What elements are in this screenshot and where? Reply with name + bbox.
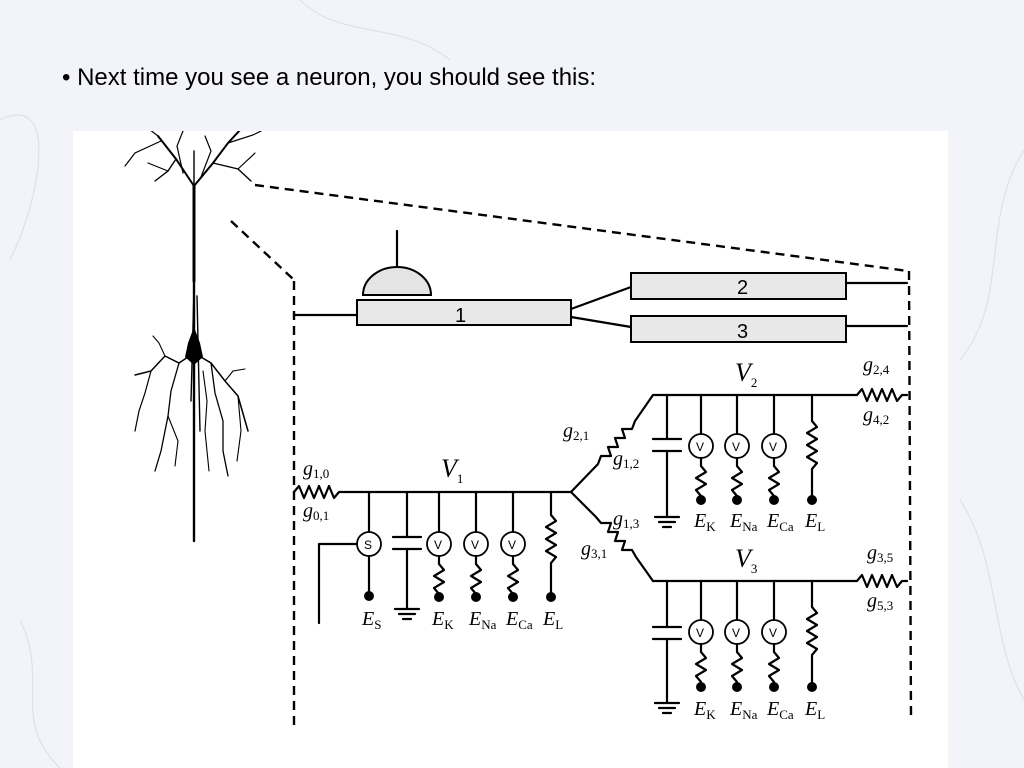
reversal-label-el-1: EL bbox=[542, 608, 563, 632]
box-right-edge bbox=[907, 270, 913, 720]
reversal-label-ek-3: EK bbox=[693, 698, 716, 722]
compartment-1 bbox=[356, 299, 572, 326]
compartment-model: 1 2 3 bbox=[292, 229, 909, 343]
conductance-label-g42: g4,2 bbox=[863, 404, 889, 427]
svg-text:V: V bbox=[732, 440, 740, 454]
voltage-label-v3: V3 bbox=[735, 544, 757, 576]
branch-wire-3 bbox=[569, 490, 655, 583]
reversal-label-ena-1: ENa bbox=[468, 608, 497, 632]
circuit-compartment-1: S V V V bbox=[292, 484, 573, 625]
slide-title: • Next time you see a neuron, you should… bbox=[62, 64, 597, 91]
svg-text:V: V bbox=[769, 626, 777, 640]
reversal-label-eca-1: ECa bbox=[505, 608, 533, 632]
projection-line-top bbox=[254, 183, 909, 273]
reversal-label-eca-3: ECa bbox=[766, 698, 794, 722]
reversal-label-ena-2: ENa bbox=[729, 510, 758, 534]
svg-text:V: V bbox=[696, 626, 704, 640]
svg-text:V: V bbox=[471, 538, 479, 552]
voltage-label-v2: V2 bbox=[735, 358, 757, 390]
conductance-label-g35: g3,5 bbox=[867, 542, 893, 565]
reversal-label-ek-2: EK bbox=[693, 510, 716, 534]
svg-text:V: V bbox=[434, 538, 442, 552]
conductance-label-g01: g0,1 bbox=[303, 500, 329, 523]
compartment-3 bbox=[630, 315, 847, 343]
neuron-drawing bbox=[124, 131, 263, 543]
reversal-label-el-2: EL bbox=[804, 510, 825, 534]
reversal-label-ek-1: EK bbox=[431, 608, 454, 632]
compartment-2-label: 2 bbox=[737, 277, 748, 299]
compartment-3-label: 3 bbox=[737, 321, 748, 343]
reversal-label-eca-2: ECa bbox=[766, 510, 794, 534]
compartment-2 bbox=[630, 272, 847, 300]
reversal-label-ena-3: ENa bbox=[729, 698, 758, 722]
neuron-soma bbox=[185, 327, 203, 365]
conductance-label-g10: g1,0 bbox=[303, 458, 329, 481]
conductance-label-g12: g1,2 bbox=[613, 448, 639, 471]
circuit-compartment-2: V V V bbox=[651, 387, 909, 529]
neuron-circuit-figure: 1 2 3 S V V bbox=[73, 131, 948, 768]
conductance-label-g53: g5,3 bbox=[867, 590, 893, 613]
svg-text:V: V bbox=[508, 538, 516, 552]
reversal-label-es: ES bbox=[361, 608, 381, 632]
conductance-label-g21: g2,1 bbox=[563, 420, 589, 443]
svg-text:V: V bbox=[732, 626, 740, 640]
conductance-label-g31: g3,1 bbox=[581, 538, 607, 561]
svg-text:V: V bbox=[696, 440, 704, 454]
projection-line-bottom bbox=[230, 220, 294, 280]
voltage-label-v1: V1 bbox=[441, 454, 463, 486]
reversal-label-el-3: EL bbox=[804, 698, 825, 722]
branch-wire-2 bbox=[569, 393, 655, 494]
conductance-label-g13: g1,3 bbox=[613, 508, 639, 531]
compartment-1-label: 1 bbox=[455, 305, 466, 327]
conductance-label-g24: g2,4 bbox=[863, 354, 890, 377]
circuit-compartment-3: V V V bbox=[651, 573, 909, 715]
svg-text:V: V bbox=[769, 440, 777, 454]
synaptic-source-label: S bbox=[364, 538, 372, 552]
